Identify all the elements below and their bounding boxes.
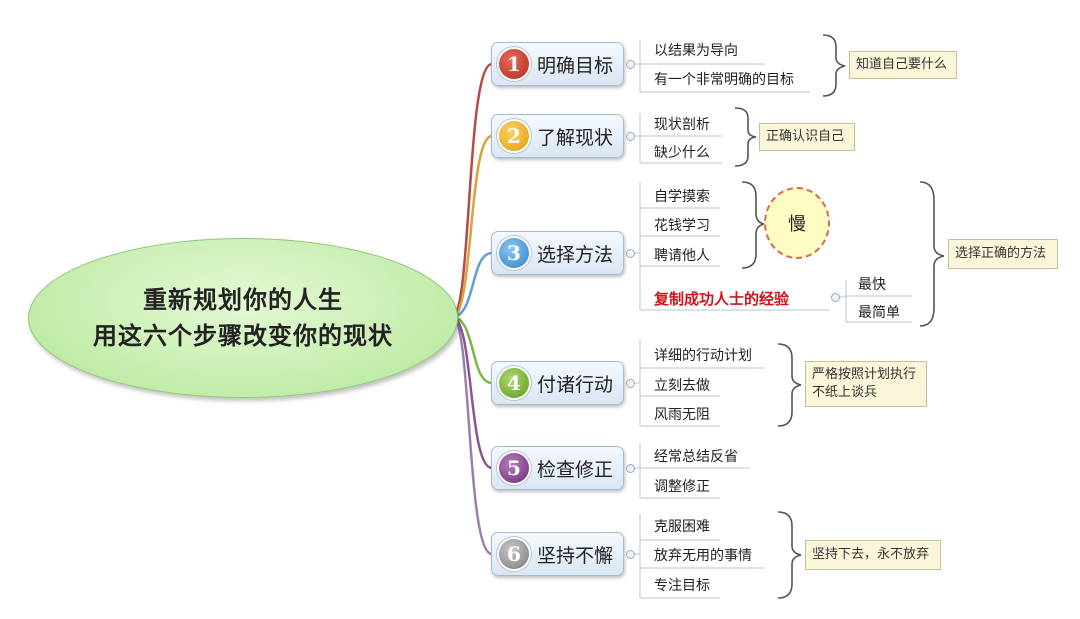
collapse-toggle-icon[interactable] xyxy=(626,379,635,388)
subtopic[interactable]: 现状剖析 xyxy=(654,117,710,133)
subtopic[interactable]: 缺少什么 xyxy=(654,145,710,161)
topic-5[interactable]: 5 检查修正 xyxy=(491,446,624,490)
summary-note[interactable]: 坚持下去，永不放弃 xyxy=(805,540,941,570)
collapse-toggle-icon[interactable] xyxy=(831,293,840,302)
subtopic[interactable]: 以结果为导向 xyxy=(654,43,738,59)
subtopic[interactable]: 立刻去做 xyxy=(654,378,710,394)
collapse-toggle-icon[interactable] xyxy=(626,60,635,69)
summary-note[interactable]: 知道自己要什么 xyxy=(849,51,957,79)
central-topic[interactable]: 重新规划你的人生 用这六个步骤改变你的现状 xyxy=(28,238,458,398)
subtopic[interactable]: 专注目标 xyxy=(654,578,710,594)
topic-4-label: 付诸行动 xyxy=(537,373,614,396)
subtopic[interactable]: 最简单 xyxy=(858,305,900,321)
collapse-toggle-icon[interactable] xyxy=(626,550,635,559)
subtopic[interactable]: 最快 xyxy=(858,277,886,293)
slow-callout[interactable]: 慢 xyxy=(764,187,830,259)
subtopic[interactable]: 有一个非常明确的目标 xyxy=(654,72,794,88)
summary-note[interactable]: 选择正确的方法 xyxy=(948,239,1058,269)
central-title-line1: 重新规划你的人生 xyxy=(143,286,343,314)
subtopic[interactable]: 克服困难 xyxy=(654,519,710,535)
subtopic[interactable]: 花钱学习 xyxy=(654,218,710,234)
number-badge-1-icon: 1 xyxy=(499,49,529,79)
number-badge-5-icon: 5 xyxy=(499,453,529,483)
subtopic[interactable]: 详细的行动计划 xyxy=(654,348,752,364)
summary-note[interactable]: 严格按照计划执行 不纸上谈兵 xyxy=(805,361,927,407)
topic-6-label: 坚持不懈 xyxy=(537,544,614,567)
subtopic[interactable]: 自学摸索 xyxy=(654,189,710,205)
topic-1-label: 明确目标 xyxy=(537,54,614,77)
collapse-toggle-icon[interactable] xyxy=(626,132,635,141)
central-title-line2: 用这六个步骤改变你的现状 xyxy=(93,322,393,350)
topic-6[interactable]: 6 坚持不懈 xyxy=(491,532,624,576)
number-badge-4-icon: 4 xyxy=(499,368,529,398)
topic-4[interactable]: 4 付诸行动 xyxy=(491,361,624,405)
subtopic[interactable]: 经常总结反省 xyxy=(654,449,738,465)
summary-note[interactable]: 正确认识自己 xyxy=(759,123,855,151)
subtopic[interactable]: 聘请他人 xyxy=(654,248,710,264)
number-badge-3-icon: 3 xyxy=(499,238,529,268)
subtopic[interactable]: 放弃无用的事情 xyxy=(654,548,752,564)
topic-1[interactable]: 1 明确目标 xyxy=(491,42,624,86)
collapse-toggle-icon[interactable] xyxy=(626,464,635,473)
topic-2-label: 了解现状 xyxy=(537,126,614,149)
topic-3-label: 选择方法 xyxy=(537,243,614,266)
topic-2[interactable]: 2 了解现状 xyxy=(491,114,624,158)
subtopic[interactable]: 调整修正 xyxy=(654,479,710,495)
number-badge-6-icon: 6 xyxy=(499,539,529,569)
collapse-toggle-icon[interactable] xyxy=(626,249,635,258)
topic-5-label: 检查修正 xyxy=(537,458,614,481)
topic-3[interactable]: 3 选择方法 xyxy=(491,231,624,275)
number-badge-2-icon: 2 xyxy=(499,121,529,151)
subtopic-highlight[interactable]: 复制成功人士的经验 xyxy=(654,290,790,308)
subtopic[interactable]: 风雨无阻 xyxy=(654,407,710,423)
